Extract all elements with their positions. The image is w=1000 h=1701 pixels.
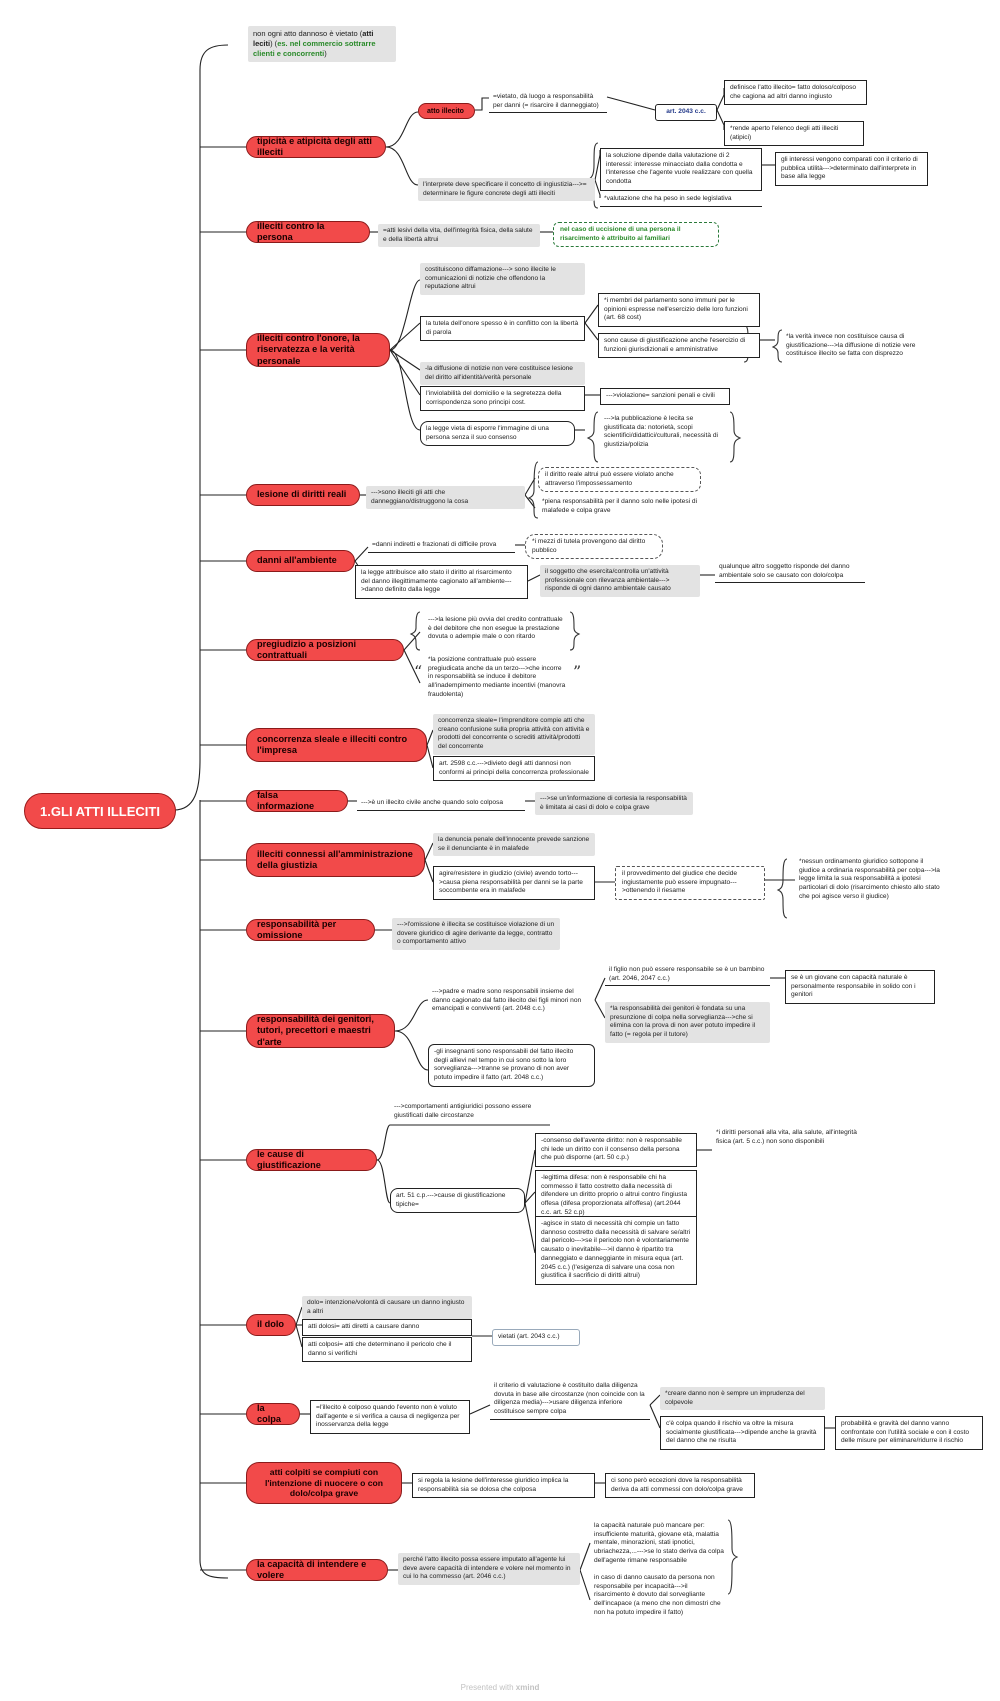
danni-indiretti-note: =danni indiretti e frazionati di diffici… bbox=[368, 539, 515, 553]
topic-posizioni-contrattuali[interactable]: pregiudizio a posizioni contrattuali bbox=[246, 639, 404, 661]
uccisione-note: nel caso di uccisione di una persona il … bbox=[553, 222, 719, 248]
agire-giudizio-note: agire/resistere in giudizio (civile) ave… bbox=[433, 866, 595, 901]
omissione-note: --->l'omissione è illecita se costituisc… bbox=[392, 918, 560, 951]
topic-genitori[interactable]: responsabilità dei genitori, tutori, pre… bbox=[246, 1014, 395, 1048]
peso-legislativo-note: *valutazione che ha peso in sede legisla… bbox=[600, 193, 762, 207]
close-quote-icon: ” bbox=[573, 662, 582, 681]
topic-capacita[interactable]: la capacità di intendere e volere bbox=[246, 1559, 388, 1581]
dolo-def-note: dolo= intenzione/volontà di causare un d… bbox=[302, 1296, 472, 1320]
atti-lesivi-note: =atti lesivi della vita, dell'integrità … bbox=[378, 224, 540, 248]
intro-example: es. nel commercio sottrarre clienti e co… bbox=[253, 39, 376, 59]
intro-text: non ogni atto dannoso è vietato ( bbox=[253, 29, 363, 38]
intro-close: ) bbox=[324, 49, 327, 59]
nessun-ordinamento-note: *nessun ordinamento giuridico sottopone … bbox=[799, 858, 940, 900]
art-2043-box[interactable]: art. 2043 c.c. bbox=[655, 104, 717, 121]
imputato-note: perché l'atto illecito possa essere impu… bbox=[398, 1553, 580, 1586]
mezzi-tutela-note: *i mezzi di tutela provengono dal diritt… bbox=[525, 534, 663, 560]
denuncia-note: la denuncia penale dell'innocente preved… bbox=[433, 833, 595, 857]
vietati-note: vietati (art. 2043 c.c.) bbox=[492, 1329, 580, 1346]
criterio-pubblica-utilita-note: gli interessi vengono comparati con il c… bbox=[775, 152, 928, 187]
provvedimento-note: il provvedimento del giudice che decide … bbox=[615, 866, 765, 901]
probabilita-note: probabilità e gravità del danno vanno co… bbox=[835, 1416, 983, 1451]
insegnanti-note: -gli insegnanti sono responsabili del fa… bbox=[428, 1044, 595, 1087]
topic-giustizia[interactable]: illeciti connessi all'amministrazione de… bbox=[246, 843, 425, 877]
giovane-note: se è un giovane con capacità naturale è … bbox=[785, 970, 935, 1005]
topic-diritti-reali[interactable]: lesione di diritti reali bbox=[246, 484, 360, 506]
diritti-personali-note: *i diritti personali alla vita, alla sal… bbox=[716, 1129, 857, 1145]
regola-lesione-note: si regola la lesione dell'interesse giur… bbox=[412, 1473, 595, 1499]
membri-parlamento-note: *i membri del parlamento sono immuni per… bbox=[598, 293, 760, 328]
topic-colpa[interactable]: la colpa bbox=[246, 1403, 300, 1425]
colposo-note: =l'illecito è colposo quando l'evento no… bbox=[310, 1400, 470, 1435]
diffusione-note: -la diffusione di notizie non vere costi… bbox=[420, 362, 585, 386]
footer-text: Presented with bbox=[460, 1683, 516, 1692]
figlio-bambino-note: il figlio non può essere responsabile se… bbox=[605, 964, 770, 987]
consenso-note: -consenso dell'avente diritto: non è res… bbox=[535, 1133, 697, 1168]
definisce-note: definisce l'atto illecito= fatto doloso/… bbox=[724, 80, 867, 106]
danneggiano-note: --->sono illeciti gli atti che danneggia… bbox=[366, 486, 525, 510]
topic-dolo-colpa-grave[interactable]: atti colpiti se compiuti con l'intenzion… bbox=[246, 1462, 402, 1504]
cause-giustificazione-note: sono cause di giustificazione anche l'es… bbox=[598, 333, 760, 359]
comportamenti-note: --->comportamenti antigiuridici possono … bbox=[394, 1103, 532, 1119]
topic-onore[interactable]: illeciti contro l'onore, la riservatezza… bbox=[246, 333, 390, 367]
open-quote-icon: “ bbox=[414, 662, 423, 681]
stato-necessita-note: -agisce in stato di necessità chi compie… bbox=[535, 1216, 697, 1285]
diffamazione-note: costituiscono diffamazione---> sono ille… bbox=[420, 263, 585, 296]
topic-cause-giustificazione[interactable]: le cause di giustificazione bbox=[246, 1149, 377, 1171]
rischio-note: c'è colpa quando il rischio va oltre la … bbox=[660, 1416, 825, 1451]
intro-note: non ogni atto dannoso è vietato (atti le… bbox=[248, 26, 396, 63]
topic-omissione[interactable]: responsabilità per omissione bbox=[246, 919, 375, 941]
criterio-diligenza-note: il criterio di valutazione è costituito … bbox=[490, 1380, 650, 1420]
impossessamento-note: il diritto reale altrui può essere viola… bbox=[538, 467, 701, 493]
piena-responsabilita-note: *piena responsabilità per il danno solo … bbox=[542, 498, 698, 514]
stato-risarcimento-note: la legge attribuisce allo stato il dirit… bbox=[355, 565, 528, 600]
aperto-note: *rende aperto l'elenco degli atti illeci… bbox=[724, 121, 864, 147]
concorrenza-sleale-note: concorrenza sleale= l'imprenditore compi… bbox=[433, 714, 595, 755]
atti-dolosi-note: atti dolosi= atti diretti a causare dann… bbox=[302, 1319, 472, 1336]
topic-concorrenza[interactable]: concorrenza sleale e illeciti contro l'i… bbox=[246, 728, 427, 762]
sanzioni-note: --->violazione= sanzioni penali e civili bbox=[600, 388, 730, 405]
topic-tipicita[interactable]: tipicità e atipicità degli atti illeciti bbox=[246, 136, 386, 158]
terzo-pregiudizio-note: *la posizione contrattuale può essere pr… bbox=[428, 656, 566, 698]
lesione-credito-note: --->la lesione più ovvia del credito con… bbox=[428, 616, 563, 641]
interprete-note: l'interprete deve specificare il concett… bbox=[418, 178, 595, 202]
verita-note: *la verità invece non costituisce causa … bbox=[786, 333, 916, 358]
art-2598-note: art. 2598 c.c.--->divieto degli atti dan… bbox=[433, 756, 595, 782]
capacita-naturale-note: la capacità naturale può mancare per: in… bbox=[594, 1522, 724, 1564]
soggetto-professionale-note: il soggetto che esercita/controlla un'at… bbox=[540, 565, 700, 598]
xmind-logo: xmind bbox=[515, 1683, 540, 1692]
immagine-note: la legge vieta di esporre l'immagine di … bbox=[420, 421, 575, 447]
topic-illeciti-persona[interactable]: illeciti contro la persona bbox=[246, 221, 370, 243]
root-topic[interactable]: 1.GLI ATTI ILLECITI bbox=[24, 793, 176, 829]
pubblicazione-note: --->la pubblicazione è lecita se giustif… bbox=[604, 415, 718, 449]
creare-danno-note: *creare danno non è sempre un imprudenza… bbox=[660, 1387, 825, 1411]
art-51-note[interactable]: art. 51 c.p.--->cause di giustificazione… bbox=[390, 1188, 525, 1214]
valutazione-note: la soluzione dipende dalla valutazione d… bbox=[600, 148, 762, 191]
presented-with-footer: Presented with xmind bbox=[0, 1683, 1000, 1692]
padre-madre-note: --->padre e madre sono responsabili insi… bbox=[432, 988, 582, 1013]
topic-falsa-informazione[interactable]: falsa informazione bbox=[246, 790, 348, 812]
cortesia-note: --->se un'informazione di cortesia la re… bbox=[535, 792, 693, 816]
eccezioni-note: ci sono però eccezioni dove la responsab… bbox=[605, 1473, 755, 1499]
topic-dolo[interactable]: il dolo bbox=[246, 1314, 296, 1336]
topic-ambiente[interactable]: danni all'ambiente bbox=[246, 550, 355, 572]
legittima-difesa-note: -legittima difesa: non è responsabile ch… bbox=[535, 1170, 697, 1222]
altro-soggetto-note: qualunque altro soggetto risponde del da… bbox=[715, 561, 865, 584]
inviolabilita-note: l'inviolabilità del domicilio e la segre… bbox=[420, 386, 585, 412]
intro-mid: ) ( bbox=[270, 39, 278, 49]
atti-colposi-note: atti colposi= atti che determinano il pe… bbox=[302, 1337, 472, 1363]
intro-bold: atti leciti bbox=[253, 29, 374, 49]
illecito-colposa-note: --->è un illecito civile anche quando so… bbox=[357, 797, 525, 811]
atto-illecito-pill[interactable]: atto illecito bbox=[418, 103, 475, 119]
presunzione-colpa-note: *la responsabilità dei genitori è fondat… bbox=[605, 1002, 770, 1043]
tutela-onore-note: la tutela dell'onore spesso è in conflit… bbox=[420, 316, 585, 342]
vietato-note: =vietato, dà luogo a responsabilità per … bbox=[489, 91, 607, 114]
incapace-note: in caso di danno causato da persona non … bbox=[594, 1574, 721, 1616]
